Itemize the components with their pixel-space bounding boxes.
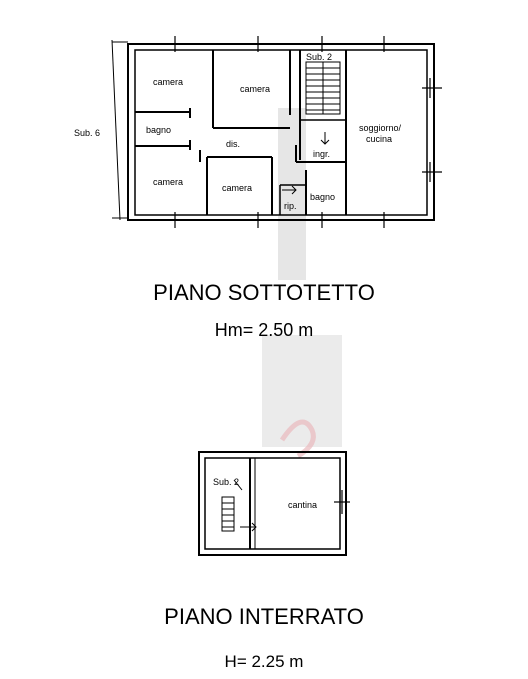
lower-floor-labels: Sub. 2 cantina: [213, 477, 317, 510]
room-label-camera-sw: camera: [153, 177, 183, 187]
lower-floor-plan: [198, 451, 350, 556]
room-label-camera-nw: camera: [153, 77, 183, 87]
room-label-soggiorno: soggiorno/: [359, 123, 402, 133]
watermark: [262, 108, 342, 459]
room-label-ingr: ingr.: [313, 149, 330, 159]
room-label-bagno-w: bagno: [146, 125, 171, 135]
lower-floor-height: H= 2.25 m: [224, 652, 304, 671]
upper-floor-labels: Sub. 6 camera camera bagno dis. camera c…: [74, 52, 402, 211]
upper-floor-title: PIANO SOTTOTETTO: [153, 280, 375, 305]
neighbor-label-upper: Sub. 6: [74, 128, 100, 138]
upper-floor-plan: [111, 36, 442, 228]
room-label-rip: rip.: [284, 201, 297, 211]
room-label-bagno-e: bagno: [310, 192, 335, 202]
room-label-cucina: cucina: [366, 134, 392, 144]
lower-floor-title: PIANO INTERRATO: [164, 604, 364, 629]
sub-label-lower: Sub. 2: [213, 477, 239, 487]
room-label-dis: dis.: [226, 139, 240, 149]
sub-label-upper: Sub. 2: [306, 52, 332, 62]
room-label-camera-s: camera: [222, 183, 252, 193]
room-label-cantina: cantina: [288, 500, 317, 510]
upper-floor-height: Hm= 2.50 m: [214, 320, 314, 340]
room-label-camera-n: camera: [240, 84, 270, 94]
